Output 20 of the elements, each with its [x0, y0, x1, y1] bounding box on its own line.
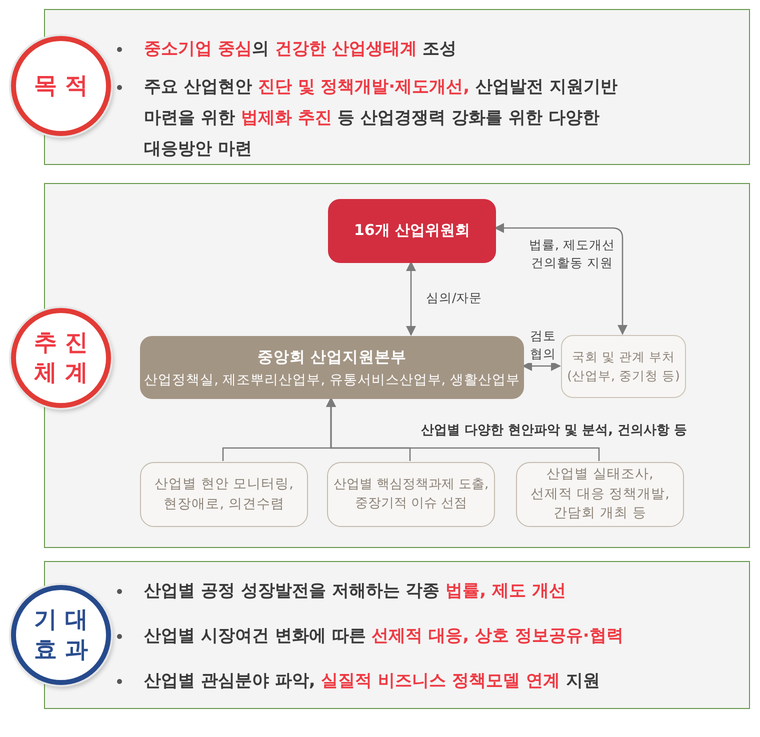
task-box: 산업별 현안 모니터링, 현장애로, 의견수렴 — [140, 462, 308, 527]
committee-box: 16개 산업위원회 — [328, 199, 496, 263]
section-circle: 추 진 체 계 — [11, 308, 111, 408]
arrow — [326, 397, 600, 461]
box-heading: 중앙회 산업지원본부 — [257, 346, 407, 368]
bullet-text: 중소기업 중심의 건강한 산업생태계 조성 — [144, 38, 458, 61]
box-subtext: 산업정책실, 제조뿌리산업부, 유통서비스산업부, 생활산업부 — [144, 370, 520, 388]
task-box: 산업별 핵심정책과제 도출, 중장기적 이슈 선점 — [327, 462, 495, 527]
ministry-box: 국회 및 관계 부처 (산업부, 중기청 등) — [561, 335, 686, 398]
bullet-text: 산업별 관심분야 파악, 실질적 비즈니스 정책모델 연계 지원 — [144, 670, 601, 693]
section-circle: 기 대 효 과 — [11, 585, 111, 685]
bullet-text: 산업별 시장여건 변화에 따른 선제적 대응, 상호 정보공유·협력 — [144, 625, 624, 648]
arrow — [522, 361, 561, 371]
section-circle: 목 적 — [11, 36, 111, 136]
headquarters-box — [140, 336, 524, 399]
arrow — [406, 261, 416, 336]
task-box: 산업별 실태조사, 선제적 대응 정책개발, 간담회 개최 등 — [516, 462, 684, 527]
arrow — [494, 223, 628, 335]
bullet-text: 산업별 공정 성장발전을 저해하는 각종 법률, 제도 개선 — [144, 580, 567, 603]
bullet-text: 주요 산업현안 진단 및 정책개발·제도개선, 산업발전 지원기반 마련을 위한 법제화 추진 등 산업경쟁력 강화를 위한 다양한 대응방안 마련 — [144, 76, 618, 161]
